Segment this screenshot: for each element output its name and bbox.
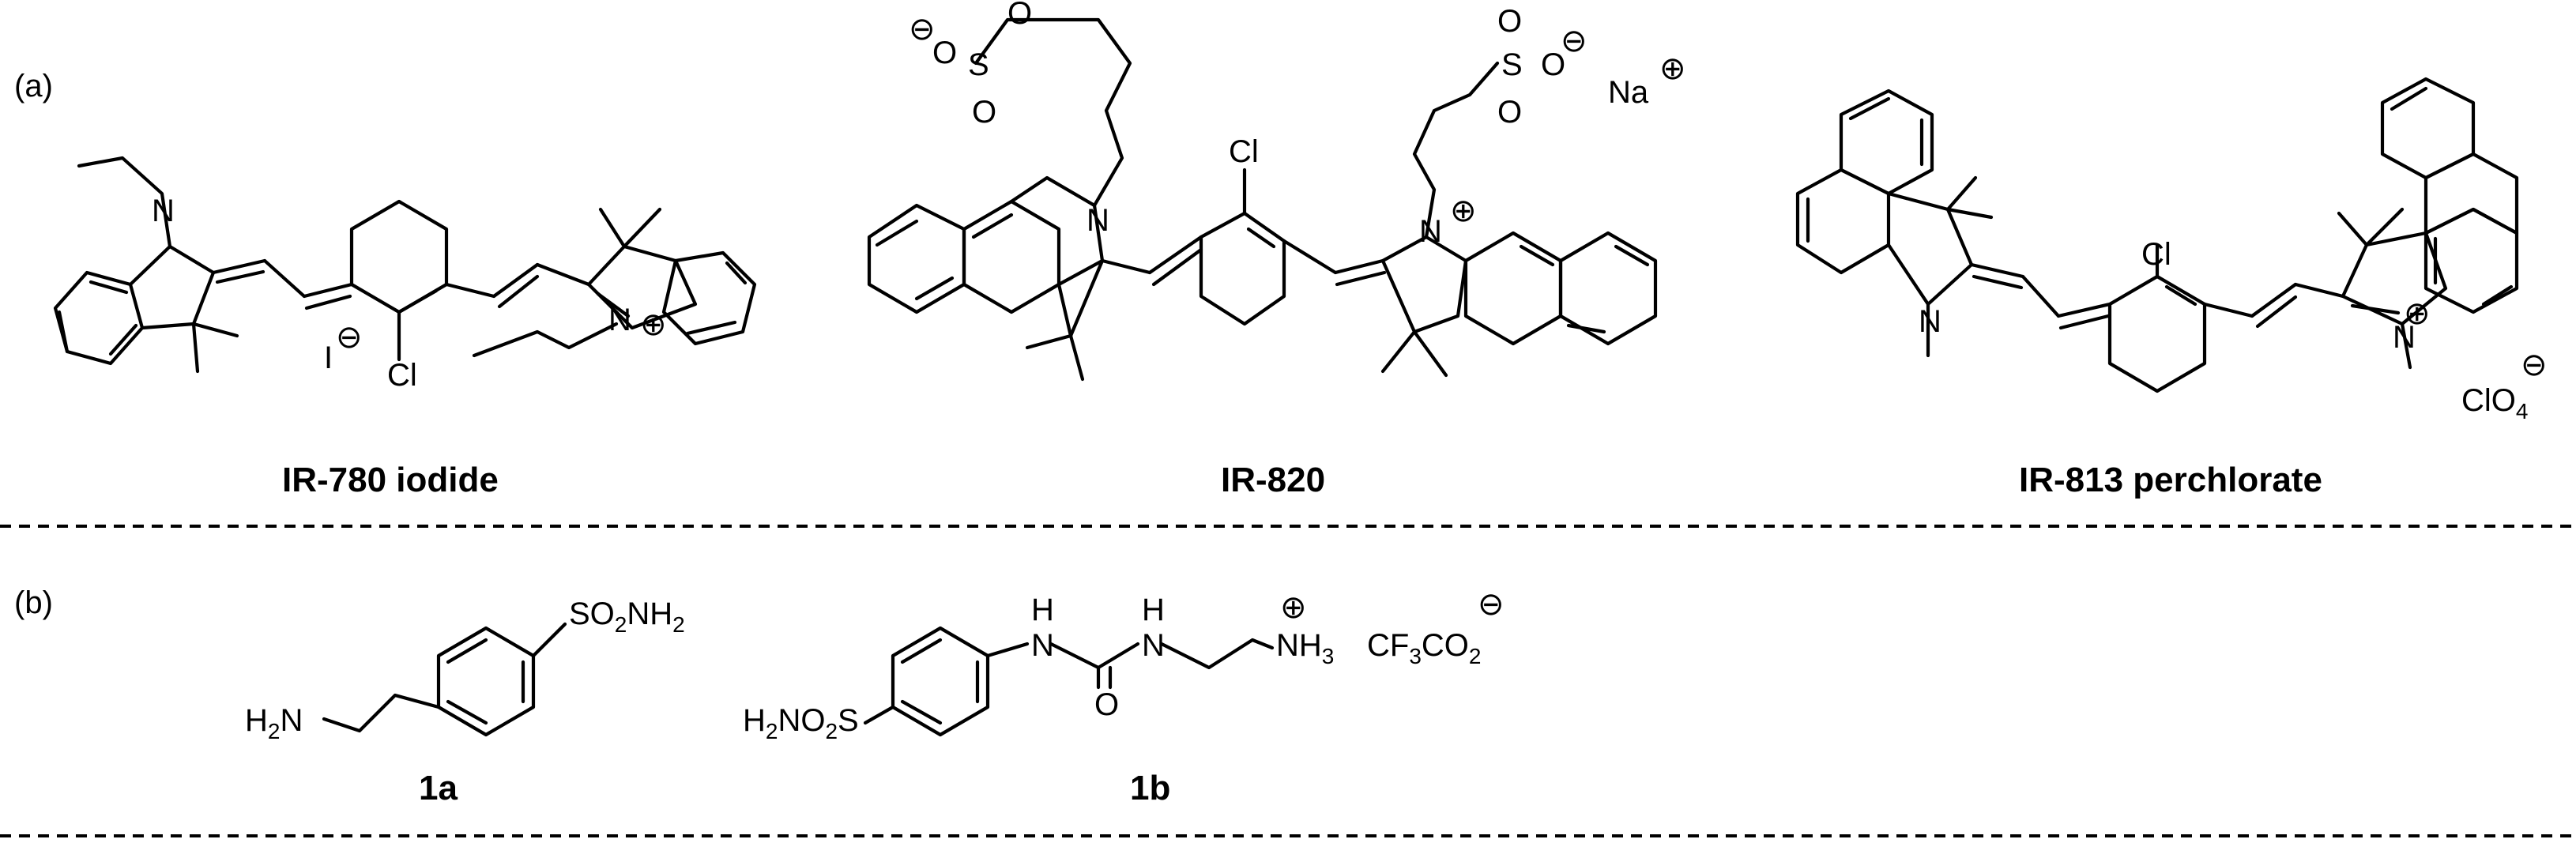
- ir820-counterion: Na: [1608, 75, 1649, 110]
- compound-1b-name: 1b: [1130, 769, 1170, 807]
- ir820-plus-sign: ⊕: [1450, 194, 1477, 228]
- ir780-cl: Cl: [387, 358, 417, 393]
- panel-label-a: (a): [14, 69, 53, 103]
- ir820-minus-left: ⊖: [909, 12, 936, 47]
- ir820-o-left-top: O: [1007, 0, 1032, 31]
- ir813-structure: [1795, 77, 2519, 393]
- ir813-plus-sign: ⊕: [2404, 296, 2431, 331]
- ir820-s-left: S: [968, 47, 989, 82]
- compound-1b-benzene: [891, 626, 990, 737]
- compound-1a-sulfonamide: SO2NH2: [569, 596, 685, 637]
- compound-1b-structure: [863, 626, 1275, 737]
- ir820-counterion-charge: ⊕: [1659, 51, 1686, 86]
- ir820-o-right-bottom: O: [1497, 95, 1522, 130]
- compound-1b-ammonium: NH3: [1276, 628, 1334, 668]
- ir820-o-right: O: [1541, 47, 1565, 82]
- ir780-structure: [53, 156, 757, 374]
- compound-1b-nh-right-h: H: [1142, 593, 1165, 627]
- compound-1a-name: 1a: [419, 769, 458, 807]
- ir820-o-right-top: O: [1497, 4, 1522, 39]
- compound-1b-tfa: CF3CO2: [1367, 628, 1481, 668]
- ir820-s-right: S: [1501, 47, 1523, 82]
- ir813-counterion: ClO4: [2461, 383, 2528, 423]
- ir820-o-left: O: [932, 36, 957, 70]
- ir780-counterion: I: [324, 341, 333, 375]
- compound-1b-urea-o: O: [1094, 687, 1119, 722]
- ir780-counterion-charge: ⊖: [336, 320, 363, 355]
- compound-1b-plus-sign: ⊕: [1280, 590, 1307, 625]
- ir780-n-right: N: [608, 303, 631, 337]
- ir820-name: IR-820: [1221, 461, 1325, 499]
- ir813-n-left: N: [1919, 304, 1941, 339]
- ir820-n-left: N: [1087, 203, 1109, 238]
- compound-1a-amine: H2N: [245, 703, 303, 743]
- ir780-n-left: N: [152, 194, 175, 228]
- compound-1b-nh-right-n: N: [1142, 628, 1165, 663]
- ir813-counterion-charge: ⊖: [2521, 348, 2548, 382]
- ir820-n-right: N: [1419, 214, 1442, 249]
- ir813-n-right: N: [2393, 320, 2416, 355]
- ir820-structure: [867, 17, 1658, 382]
- compound-1a-structure: [322, 622, 567, 737]
- ir820-o-left-bottom: O: [972, 95, 996, 130]
- panel-label-b: (b): [14, 585, 53, 620]
- compound-1b-sulfonamide: H2NO2S: [743, 703, 859, 743]
- compound-1b-minus-sign: ⊖: [1478, 587, 1505, 622]
- ir813-name: IR-813 perchlorate: [2019, 461, 2322, 499]
- ir780-plus-sign: ⊕: [640, 307, 667, 342]
- ir780-name: IR-780 iodide: [282, 461, 499, 499]
- compound-1a-benzene: [436, 626, 536, 737]
- ir813-cl: Cl: [2141, 237, 2171, 272]
- compound-1b-nh-left-n: N: [1031, 628, 1054, 663]
- ir820-cl: Cl: [1229, 134, 1259, 169]
- compound-1b-nh-left-h: H: [1031, 593, 1054, 627]
- ir820-minus-right: ⊖: [1561, 24, 1587, 58]
